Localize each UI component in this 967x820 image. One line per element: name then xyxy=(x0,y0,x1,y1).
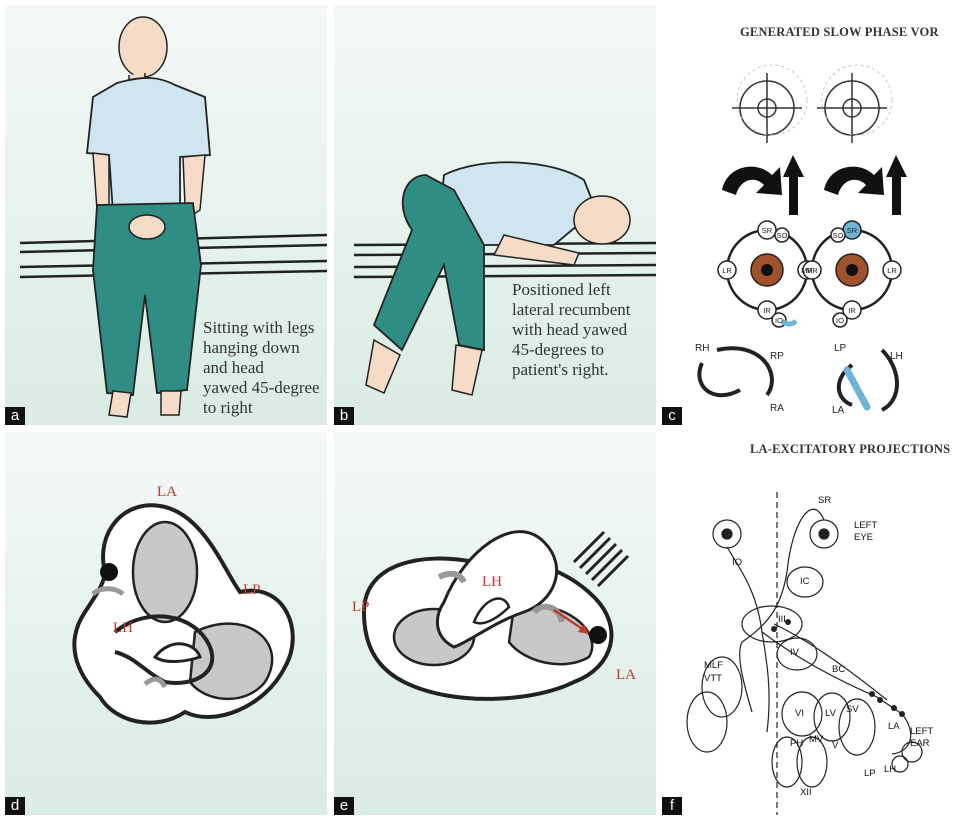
f-label-sv: SV xyxy=(846,704,859,715)
d-label-lp: LP xyxy=(243,582,261,599)
f-label-left-ear-2: EAR xyxy=(910,738,930,749)
panel-f-label: f xyxy=(662,797,682,815)
c-label-lh: LH xyxy=(890,351,903,362)
c-label-lr-left: LR xyxy=(885,266,899,275)
c-label-rp: RP xyxy=(770,351,784,362)
f-label-sr: SR xyxy=(818,495,831,506)
c-label-ir-left: IR xyxy=(845,306,859,315)
panel-b-label: b xyxy=(334,407,354,425)
f-label-xii: XII xyxy=(800,787,812,798)
panel-e: LP LH LA e xyxy=(334,432,656,815)
panel-a-label: a xyxy=(5,407,25,425)
c-label-mr-left: MR xyxy=(805,266,819,275)
c-label-ir-right: IR xyxy=(760,306,774,315)
c-label-rh: RH xyxy=(695,343,709,354)
panel-c-illustration xyxy=(662,5,964,425)
f-label-la: LA xyxy=(888,721,900,732)
f-label-vtt: VTT xyxy=(704,673,722,684)
f-label-vi: VI xyxy=(795,708,804,719)
c-label-io-left: IO xyxy=(833,316,847,325)
panel-c: GENERATED SLOW PHASE VOR xyxy=(662,5,964,425)
f-label-left-eye-2: EYE xyxy=(854,532,873,543)
f-label-iii: III xyxy=(778,614,786,625)
c-label-sr-right: SR xyxy=(760,226,774,235)
f-label-ic: IC xyxy=(800,576,810,587)
panel-d-label: d xyxy=(5,797,25,815)
panel-f: LA-EXCITATORY PROJECTIONS xyxy=(662,432,964,815)
f-label-left-eye-1: LEFT xyxy=(854,520,877,531)
c-label-so-left: SO xyxy=(831,231,845,240)
f-label-iv: IV xyxy=(790,647,799,658)
d-label-lh: LH xyxy=(113,620,133,637)
f-label-io: IO xyxy=(732,557,742,568)
c-label-sr-left: SR xyxy=(845,226,859,235)
e-label-lh: LH xyxy=(482,574,502,591)
c-label-lp: LP xyxy=(834,343,846,354)
f-label-mv: MV xyxy=(809,734,823,745)
f-label-lp: LP xyxy=(864,768,876,779)
f-label-lh: LH xyxy=(884,764,896,775)
c-label-io-right: IO xyxy=(772,316,786,325)
e-label-lp: LP xyxy=(352,599,370,616)
panel-a: Sitting with legs hanging down and head … xyxy=(5,5,327,425)
panel-b: Positioned left lateral recumbent with h… xyxy=(334,5,656,425)
f-label-v: V xyxy=(832,740,838,751)
d-label-la: LA xyxy=(157,484,177,501)
panel-b-caption: Positioned left lateral recumbent with h… xyxy=(512,280,630,380)
f-label-ph: PH xyxy=(790,738,803,749)
f-label-mlf: MLF xyxy=(704,660,723,671)
f-label-left-ear-1: LEFT xyxy=(910,726,933,737)
panel-d: LA LP LH d xyxy=(5,432,327,815)
c-label-la: LA xyxy=(832,405,844,416)
f-label-bc: BC xyxy=(832,664,845,675)
panel-a-caption: Sitting with legs hanging down and head … xyxy=(203,318,320,418)
panel-e-illustration xyxy=(334,432,656,815)
e-label-la: LA xyxy=(616,667,636,684)
c-label-so-right: SO xyxy=(775,231,789,240)
c-label-lr-right: LR xyxy=(720,266,734,275)
panel-c-label: c xyxy=(662,407,682,425)
panel-f-illustration xyxy=(662,432,964,815)
f-label-lv: LV xyxy=(825,708,836,719)
c-label-ra: RA xyxy=(770,403,784,414)
panel-e-label: e xyxy=(334,797,354,815)
